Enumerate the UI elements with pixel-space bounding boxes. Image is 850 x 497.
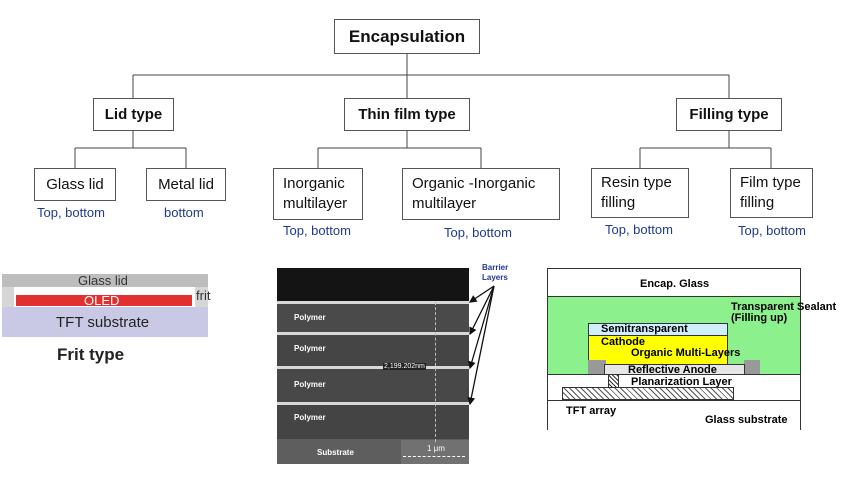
sem-polymer-3: Polymer [294,380,326,389]
sealant-label: Transparent Sealant (Filling up) [731,301,837,324]
sem-barrier-4 [277,402,469,405]
node-lid-type: Lid type [93,98,174,131]
frit-caption: Frit type [57,345,125,364]
encap-glass-label: Encap. Glass [640,278,710,290]
encap-glass [548,269,800,297]
sem-barrier-2 [277,332,469,335]
node-label: Resin type filling [601,174,672,211]
node-inorganic-multilayer: Inorganic multilayer [273,168,363,220]
sem-image: Polymer Polymer Polymer Polymer Substrat… [277,268,469,464]
sem-barrier-1 [277,301,469,304]
frit-oled-layer [16,295,192,306]
cross-section: Encap. Glass Semitransparent Cathode Org… [547,268,801,430]
node-label: Inorganic multilayer [283,175,348,212]
note-inorganic: Top, bottom [283,223,351,238]
frit-glass-lid-label: Glass lid [78,273,128,288]
frit-seal-label: frit [196,288,211,303]
node-thin-film-type: Thin film type [344,98,470,131]
glass-substrate [548,400,800,430]
anode-gray [588,360,606,374]
node-organic-inorganic-multilayer: Organic -Inorganic multilayer [402,168,560,220]
sem-substrate: Substrate [317,448,354,457]
cathode-layer [588,335,728,365]
organic-label: Organic Multi-Layers [631,347,741,359]
sem-barrier-label: Barrier Layers [482,263,509,282]
semitransparent-label: Semitransparent [601,323,688,335]
tft-array-label: TFT array [566,405,617,417]
node-resin-type-filling: Resin type filling [591,168,689,218]
node-label: Filling type [689,106,769,123]
anode-label: Reflective Anode [628,364,717,376]
frit-left-seal [2,287,14,307]
glass-substrate-label: Glass substrate [705,414,788,426]
note-film: Top, bottom [738,223,806,238]
node-filling-type: Filling type [676,98,782,131]
frit-oled-label: OLED [84,293,120,308]
sem-barrier-3 [277,366,469,369]
frit-right-seal [195,287,208,307]
node-label: Metal lid [158,176,214,193]
tft-array-layer [562,387,734,400]
sem-polymer-1: Polymer [294,313,326,322]
node-encapsulation: Encapsulation [334,19,480,54]
frit-diagram: Glass lid OLED frit TFT substrate [2,273,211,338]
note-metal-lid: bottom [164,205,204,220]
note-organic-inorganic: Top, bottom [444,225,512,240]
cathode-label: Cathode [601,336,645,348]
node-glass-lid: Glass lid [34,168,116,201]
note-resin: Top, bottom [605,222,673,237]
node-label: Thin film type [358,106,456,123]
node-label: Film type filling [740,174,801,211]
frit-glass-lid [2,274,208,287]
node-label: Lid type [104,106,163,123]
sem-scale-bar [403,456,465,458]
frit-tft-substrate [2,307,208,337]
sem-scale-label: 1 μm [427,444,445,453]
node-film-type-filling: Film type filling [730,168,813,218]
sem-polymer-2: Polymer [294,344,326,353]
node-label: Glass lid [46,176,104,193]
sem-measurement: 2,199.202nm [383,363,426,370]
anode-gray-right [744,360,760,374]
node-label: Organic -Inorganic multilayer [412,175,536,212]
node-metal-lid: Metal lid [146,168,226,201]
node-label: Encapsulation [348,26,466,46]
frit-tft-label: TFT substrate [56,314,150,331]
sem-polymer-4: Polymer [294,413,326,422]
planarization-label: Planarization Layer [631,376,732,388]
note-glass-lid: Top, bottom [37,205,105,220]
